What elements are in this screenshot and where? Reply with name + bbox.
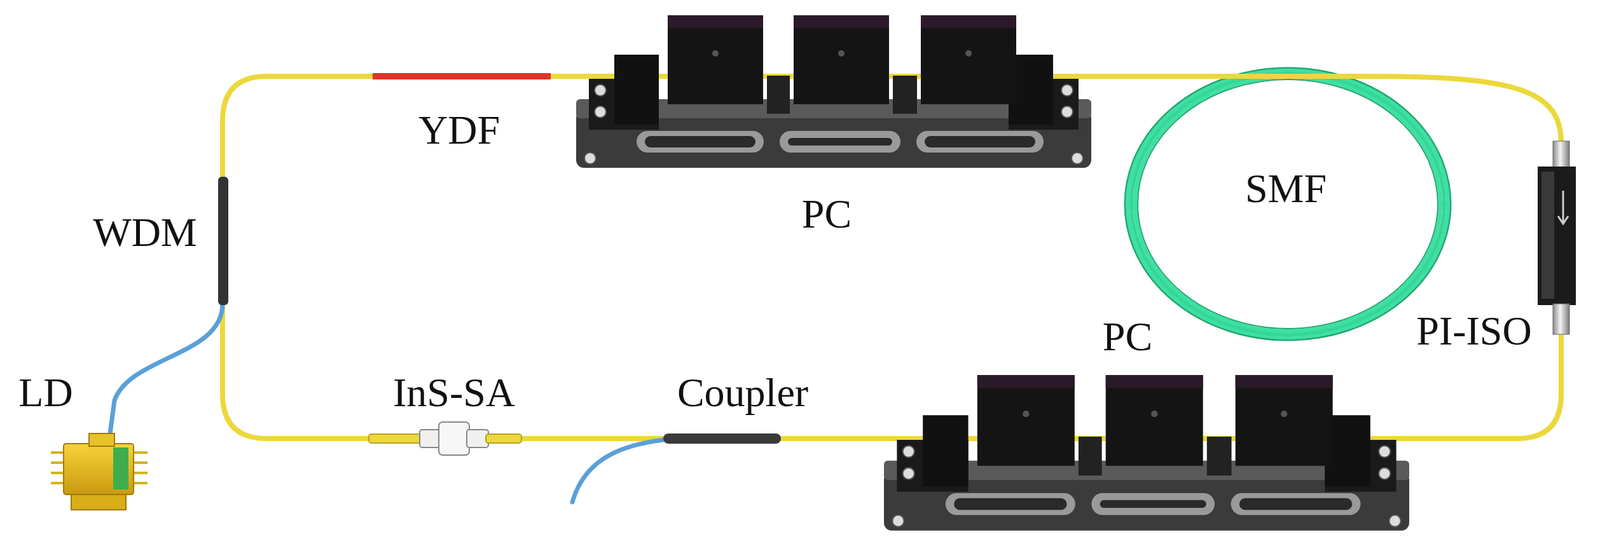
blue-fiber — [109, 303, 664, 503]
isolator-symbol — [1537, 141, 1576, 335]
part-label: WDM — [92, 212, 198, 254]
part-label: YDF — [418, 110, 500, 151]
part-label: PC — [1102, 316, 1153, 358]
smf-coil — [1124, 68, 1451, 341]
polarization-controller — [883, 375, 1410, 532]
part-label: InS-SA — [393, 372, 516, 414]
polarization-controller — [576, 15, 1092, 168]
wdm-symbol — [218, 176, 229, 306]
part-label: Coupler — [677, 372, 809, 414]
saturable-absorber — [368, 422, 522, 456]
part-label: SMF — [1245, 168, 1327, 210]
coupler-symbol — [663, 433, 781, 444]
ydf-fiber — [372, 73, 551, 80]
part-label: LD — [18, 372, 73, 414]
laser-diode — [50, 433, 148, 511]
part-label: PI-ISO — [1416, 310, 1532, 352]
part-label: PC — [801, 193, 852, 235]
